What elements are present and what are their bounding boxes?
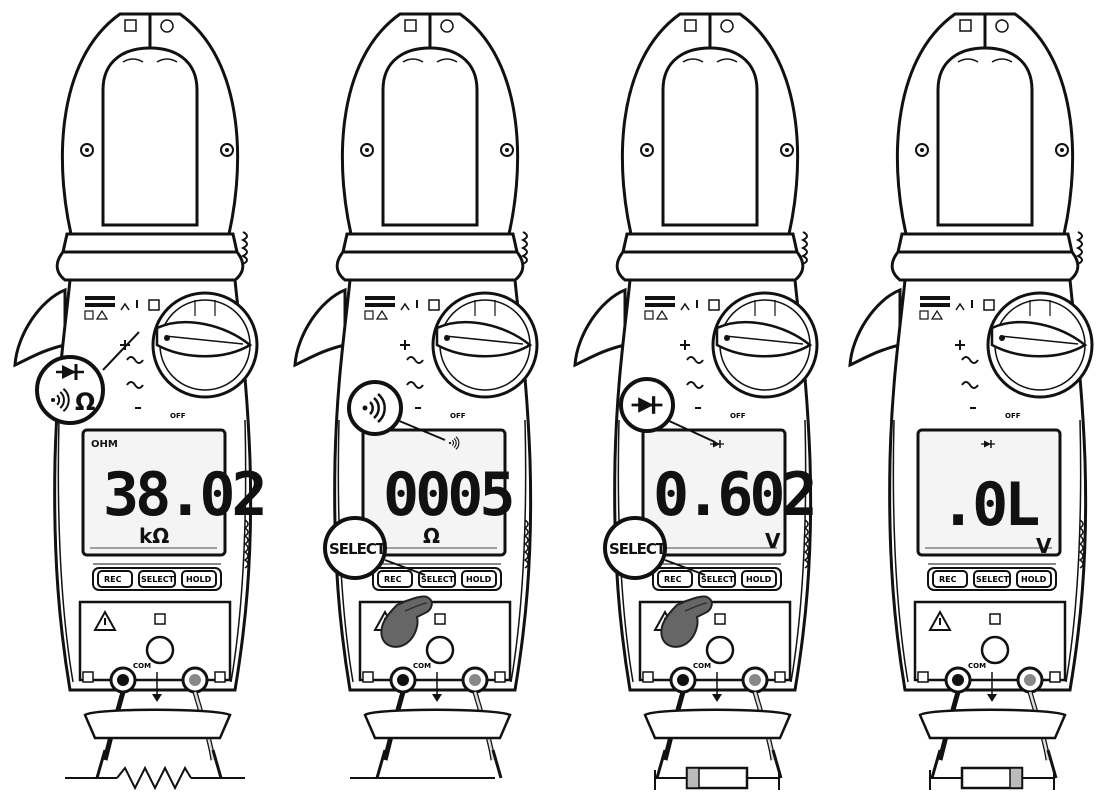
lcd-reading: 38.02 [103, 460, 264, 530]
diode-callout [619, 377, 716, 443]
lcd-mode-indicator: OHM [91, 439, 118, 450]
meter-1: OHM 38.02 kΩ REC SELECT HOLD COM OFF Ω [15, 14, 268, 791]
select-callout-label: SELECT [329, 540, 387, 558]
lcd-unit: V [1036, 534, 1052, 558]
off-label: OFF [170, 412, 186, 420]
meter-4: .0L V REC SELECT HOLD COM OFF [850, 14, 1092, 790]
lcd-reading: 0.602 [653, 460, 814, 530]
rec-button-label: REC [664, 575, 682, 584]
select-button-label: SELECT [421, 575, 455, 584]
hold-button-label: HOLD [186, 575, 212, 584]
lcd-unit: V [765, 529, 781, 553]
off-label: OFF [1005, 412, 1021, 420]
diode-component [654, 766, 780, 790]
lcd-unit: Ω [423, 524, 440, 548]
select-button-label: SELECT [141, 575, 175, 584]
lcd-unit: kΩ [139, 524, 169, 548]
com-label: COM [693, 662, 711, 670]
meter-2: 0005 Ω REC SELECT HOLD COM OFF SELECT [295, 14, 537, 778]
lcd-reading: .0L [940, 470, 1038, 540]
resistor-component [65, 765, 245, 791]
hold-button-label: HOLD [746, 575, 772, 584]
rec-button-label: REC [104, 575, 122, 584]
select-callout: SELECT [603, 516, 706, 580]
diode-component-reversed [929, 766, 1055, 790]
rec-button-label: REC [939, 575, 957, 584]
meter-3: 0.602 V REC SELECT HOLD COM OFF SELECT [575, 14, 817, 790]
off-label: OFF [730, 412, 746, 420]
com-label: COM [133, 662, 151, 670]
off-label: OFF [450, 412, 466, 420]
com-label: COM [413, 662, 431, 670]
ohm-symbol: Ω [75, 388, 95, 416]
rec-button-label: REC [384, 575, 402, 584]
select-button-label: SELECT [701, 575, 735, 584]
mode-callout: Ω [35, 331, 140, 425]
select-callout: SELECT [323, 516, 426, 580]
com-label: COM [968, 662, 986, 670]
lcd-reading: 0005 [383, 460, 512, 530]
select-button-label: SELECT [976, 575, 1010, 584]
continuity-callout [347, 380, 446, 441]
hold-button-label: HOLD [1021, 575, 1047, 584]
hold-button-label: HOLD [466, 575, 492, 584]
select-callout-label: SELECT [609, 540, 667, 558]
